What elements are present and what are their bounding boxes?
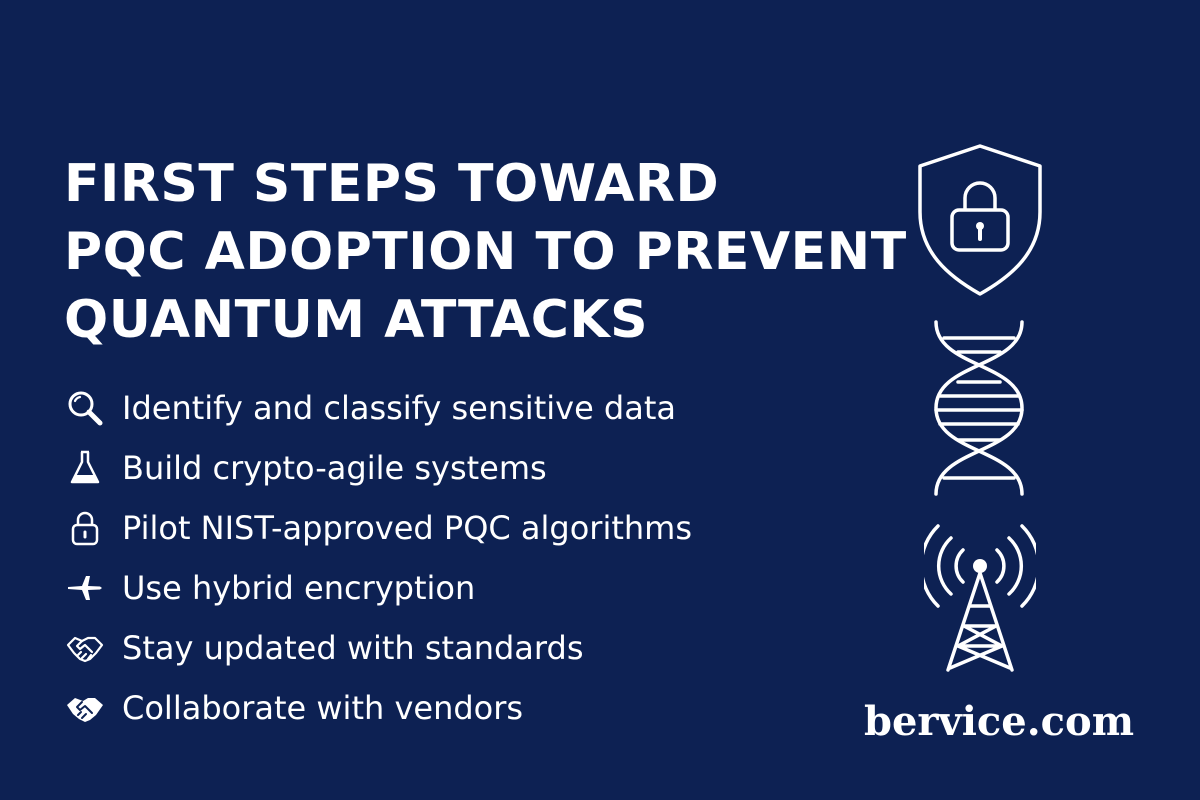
- steps-list: Identify and classify sensitive data Bui…: [64, 378, 784, 738]
- step-label: Pilot NIST-approved PQC algorithms: [122, 509, 692, 547]
- list-item: Build crypto-agile systems: [64, 438, 784, 498]
- radio-tower-icon: [919, 520, 1041, 679]
- flask-icon: [64, 447, 106, 489]
- list-item: Identify and classify sensitive data: [64, 378, 784, 438]
- dna-icon: [924, 318, 1034, 503]
- plane-icon: [64, 567, 106, 609]
- magnifier-icon: [64, 387, 106, 429]
- title-line-2: PQC ADOPTION TO PREVENT: [64, 222, 907, 282]
- list-item: Pilot NIST-approved PQC algorithms: [64, 498, 784, 558]
- brand-logo: bervice.com: [864, 698, 1135, 745]
- list-item: Use hybrid encryption: [64, 558, 784, 618]
- page-title: FIRST STEPS TOWARD PQC ADOPTION TO PREVE…: [64, 150, 907, 354]
- handshake-outline-icon: [64, 627, 106, 669]
- title-line-1: FIRST STEPS TOWARD: [64, 154, 720, 214]
- lock-icon: [64, 507, 106, 549]
- step-label: Identify and classify sensitive data: [122, 389, 676, 427]
- shield-lock-icon: [912, 142, 1048, 303]
- step-label: Build crypto-agile systems: [122, 449, 547, 487]
- list-item: Collaborate with vendors: [64, 678, 784, 738]
- step-label: Collaborate with vendors: [122, 689, 524, 727]
- list-item: Stay updated with standards: [64, 618, 784, 678]
- title-line-3: QUANTUM ATTACKS: [64, 290, 649, 350]
- step-label: Stay updated with standards: [122, 629, 584, 667]
- handshake-icon: [64, 687, 106, 729]
- step-label: Use hybrid encryption: [122, 569, 476, 607]
